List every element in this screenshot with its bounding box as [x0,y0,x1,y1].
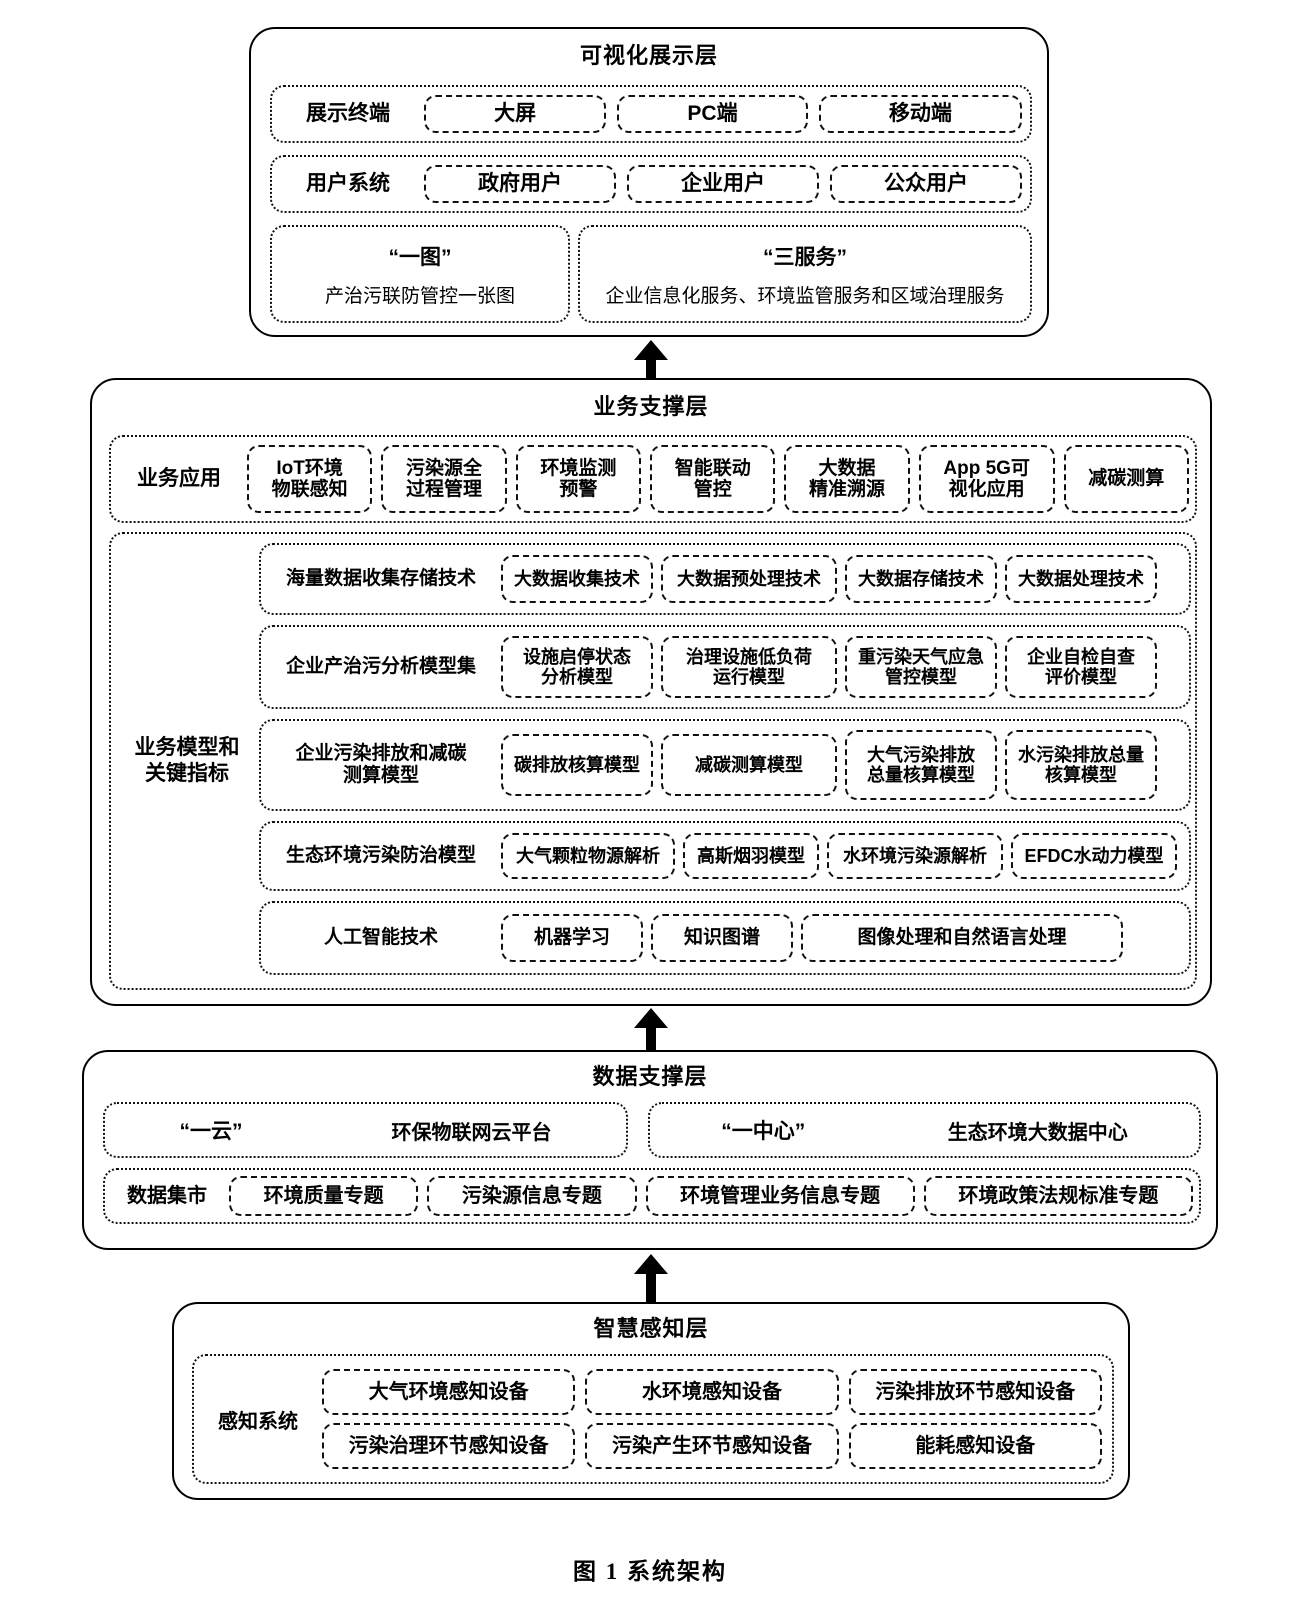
model-carbon-reduction[interactable]: 减碳测算模型 [661,734,837,796]
one-map-title: “一图” [388,245,452,269]
app-intelligent-linkage-control[interactable]: 智能联动管控 [650,445,776,513]
tech-bigdata-processing[interactable]: 大数据处理技术 [1005,555,1157,603]
data-mart-row: 数据集市 环境质量专题 污染源信息专题 环境管理业务信息专题 环境政策法规标准专… [103,1168,1201,1224]
model-row-ecology: 生态环境污染防治模型 大气颗粒物源解析 高斯烟羽模型 水环境污染源解析 EFDC… [259,821,1191,891]
caption-rule [455,1540,865,1543]
user-government[interactable]: 政府用户 [424,165,616,203]
perception-layer: 智慧感知层 感知系统 大气环境感知设备 水环境感知设备 污染排放环节感知设备 污… [172,1302,1130,1500]
three-services-title: “三服务” [763,245,847,269]
model-low-load-operation[interactable]: 治理设施低负荷运行模型 [661,636,837,698]
one-center-quoted: “一中心” [721,1120,806,1143]
one-center-text: 生态环境大数据中心 [947,1121,1128,1144]
business-support-layer: 业务支撑层 业务应用 IoT环境物联感知 污染源全过程管理 环境监测预警 智能联… [90,378,1212,1006]
model-heavy-pollution-emergency[interactable]: 重污染天气应急管控模型 [845,636,997,698]
visualization-layer: 可视化展示层 展示终端 大屏 PC端 移动端 用户系统 政府用户 企业用户 公众… [249,27,1049,337]
row-ecology-label: 生态环境污染防治模型 [285,845,476,867]
one-cloud-quoted: “一云” [179,1120,243,1143]
data-support-layer: 数据支撑层 “一云” 环保物联网云平台 “一中心” 生态环境大数据中心 数据集市… [82,1050,1218,1250]
model-self-inspection-evaluation[interactable]: 企业自检自查评价模型 [1005,636,1157,698]
three-services-subtitle: 企业信息化服务、环境监管服务和区域治理服务 [605,285,1005,307]
device-pollution-generation[interactable]: 污染产生环节感知设备 [585,1423,839,1469]
model-particulate-source-analysis[interactable]: 大气颗粒物源解析 [501,833,675,879]
one-map-card[interactable]: “一图” 产治污联防管控一张图 [270,225,570,323]
user-enterprise[interactable]: 企业用户 [627,165,819,203]
ai-knowledge-graph[interactable]: 知识图谱 [651,914,793,962]
one-cloud-text: 环保物联网云平台 [391,1121,552,1144]
arrow-perception-to-data [634,1254,668,1302]
model-efdc-hydrodynamic[interactable]: EFDC水动力模型 [1011,833,1177,879]
user-public[interactable]: 公众用户 [830,165,1022,203]
model-carbon-accounting[interactable]: 碳排放核算模型 [501,734,653,796]
mart-environment-quality[interactable]: 环境质量专题 [229,1176,419,1216]
data-support-layer-title: 数据支撑层 [592,1064,708,1089]
app-iot-sensing[interactable]: IoT环境物联感知 [247,445,373,513]
mart-management-business-info[interactable]: 环境管理业务信息专题 [645,1176,915,1216]
device-water-environment[interactable]: 水环境感知设备 [585,1369,839,1415]
one-map-subtitle: 产治污联防管控一张图 [324,285,515,307]
display-terminal-row: 展示终端 大屏 PC端 移动端 [270,85,1032,143]
app-carbon-reduction-calculation[interactable]: 减碳测算 [1063,445,1189,513]
model-row-analysis: 企业产治污分析模型集 设施启停状态分析模型 治理设施低负荷运行模型 重污染天气应… [259,625,1191,709]
app-5g-visualization[interactable]: App 5G可视化应用 [918,445,1055,513]
display-terminal-label: 展示终端 [306,101,390,125]
data-cloud-row: “一云” 环保物联网云平台 “一中心” 生态环境大数据中心 [103,1102,1201,1158]
model-row-ai: 人工智能技术 机器学习 知识图谱 图像处理和自然语言处理 [259,901,1191,975]
business-application-label: 业务应用 [137,466,221,490]
device-pollution-treatment[interactable]: 污染治理环节感知设备 [322,1423,576,1469]
model-water-pollution-total[interactable]: 水污染排放总量核算模型 [1005,730,1157,800]
arrow-data-to-business [634,1008,668,1052]
terminal-pc[interactable]: PC端 [617,95,808,133]
model-water-source-analysis[interactable]: 水环境污染源解析 [827,833,1003,879]
row-data-tech-label: 海量数据收集存储技术 [285,568,476,590]
tech-bigdata-preprocessing[interactable]: 大数据预处理技术 [661,555,837,603]
one-cloud-card[interactable]: “一云” 环保物联网云平台 [103,1102,628,1158]
ai-machine-learning[interactable]: 机器学习 [501,914,643,962]
perception-layer-title: 智慧感知层 [593,1316,709,1341]
perception-system-box: 感知系统 大气环境感知设备 水环境感知设备 污染排放环节感知设备 污染治理环节感… [192,1354,1114,1484]
user-system-label: 用户系统 [306,171,390,195]
ai-image-nlp[interactable]: 图像处理和自然语言处理 [801,914,1123,962]
business-model-label: 业务模型和关键指标 [134,735,240,785]
user-system-row: 用户系统 政府用户 企业用户 公众用户 [270,155,1032,213]
tech-bigdata-storage[interactable]: 大数据存储技术 [845,555,997,603]
device-air-environment[interactable]: 大气环境感知设备 [322,1369,576,1415]
row-ai-label: 人工智能技术 [323,927,438,949]
one-center-card[interactable]: “一中心” 生态环境大数据中心 [648,1102,1201,1158]
visualization-layer-title: 可视化展示层 [579,43,718,68]
model-air-pollution-total[interactable]: 大气污染排放总量核算模型 [845,730,997,800]
terminal-mobile[interactable]: 移动端 [818,95,1022,133]
app-environment-monitoring-warning[interactable]: 环境监测预警 [515,445,642,513]
tech-bigdata-collection[interactable]: 大数据收集技术 [501,555,653,603]
model-row-data-tech: 海量数据收集存储技术 大数据收集技术 大数据预处理技术 大数据存储技术 大数据处… [259,543,1191,615]
row-emission-label: 企业污染排放和减碳测算模型 [295,743,467,786]
perception-system-label: 感知系统 [218,1410,298,1433]
model-row-emission: 企业污染排放和减碳测算模型 碳排放核算模型 减碳测算模型 大气污染排放总量核算模… [259,719,1191,811]
business-model-section: 业务模型和关键指标 海量数据收集存储技术 大数据收集技术 大数据预处理技术 大数… [109,532,1197,990]
arrow-business-to-visualization [634,340,668,380]
perception-device-grid: 大气环境感知设备 水环境感知设备 污染排放环节感知设备 污染治理环节感知设备 污… [322,1356,1112,1482]
device-energy-consumption[interactable]: 能耗感知设备 [848,1423,1102,1469]
business-model-rows: 海量数据收集存储技术 大数据收集技术 大数据预处理技术 大数据存储技术 大数据处… [259,543,1191,983]
three-services-card[interactable]: “三服务” 企业信息化服务、环境监管服务和区域治理服务 [578,225,1032,323]
business-support-layer-title: 业务支撑层 [593,394,709,419]
app-pollution-source-management[interactable]: 污染源全过程管理 [381,445,507,513]
perception-device-row-1: 大气环境感知设备 水环境感知设备 污染排放环节感知设备 [322,1369,1102,1415]
perception-device-row-2: 污染治理环节感知设备 污染产生环节感知设备 能耗感知设备 [322,1423,1102,1469]
app-bigdata-traceability[interactable]: 大数据精准溯源 [784,445,910,513]
model-facility-startstop[interactable]: 设施启停状态分析模型 [501,636,653,698]
row-analysis-label: 企业产治污分析模型集 [285,656,476,678]
mart-policy-regulation-standard[interactable]: 环境政策法规标准专题 [923,1176,1193,1216]
figure-caption: 图 1 系统架构 [573,1559,727,1584]
terminal-big-screen[interactable]: 大屏 [424,95,607,133]
model-gaussian-plume[interactable]: 高斯烟羽模型 [683,833,819,879]
business-application-row: 业务应用 IoT环境物联感知 污染源全过程管理 环境监测预警 智能联动管控 大数… [109,435,1197,523]
device-pollution-discharge[interactable]: 污染排放环节感知设备 [848,1369,1102,1415]
mart-pollution-source-info[interactable]: 污染源信息专题 [427,1176,637,1216]
data-mart-label: 数据集市 [127,1184,207,1207]
